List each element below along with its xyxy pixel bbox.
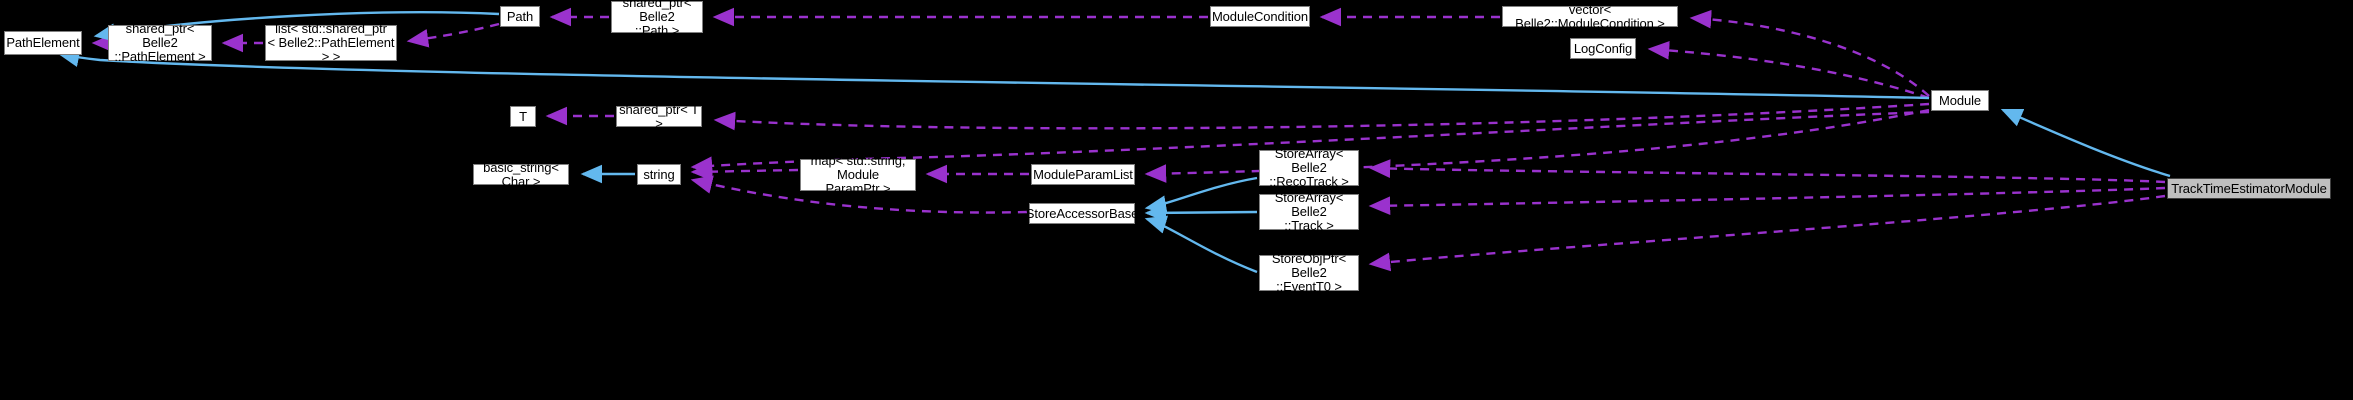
node-map_string_mp[interactable]: map< std::string, Module ParamPtr >: [800, 154, 916, 196]
node-basic_string[interactable]: basic_string< Char >: [473, 160, 569, 188]
edge-module-to-vector: [1689, 9, 1930, 97]
edge-storeobjptr-to-sab-inherit: [1144, 215, 1258, 274]
node-list_sharedptr_pe[interactable]: list< std::shared_ptr < Belle2::PathElem…: [265, 22, 397, 64]
node-storearray_track[interactable]: StoreArray< Belle2 ::Track >: [1259, 191, 1359, 233]
node-storearray_recotrack[interactable]: StoreArray< Belle2 ::RecoTrack >: [1259, 147, 1359, 189]
node-moduleparamlist[interactable]: ModuleParamList: [1031, 164, 1135, 185]
edge-map-to-string: [690, 162, 799, 181]
edge-storearray-track-to-sab-inherit: [1144, 203, 1258, 223]
edge-module-to-sharedptr-t: [713, 102, 1930, 131]
edge-tte-to-storeobjptr-eventt0: [1368, 194, 2166, 272]
edge-storearray-recotrack-to-sab-inherit: [1144, 176, 1258, 214]
node-t[interactable]: T: [510, 106, 536, 127]
edge-path-to-list: [406, 22, 500, 48]
node-module[interactable]: Module: [1931, 90, 1989, 111]
node-storeobjptr_eventt0[interactable]: StoreObjPtr< Belle2 ::EventT0 >: [1259, 252, 1359, 294]
node-string[interactable]: string: [637, 164, 681, 185]
node-pathelement[interactable]: PathElement: [4, 31, 82, 55]
node-vector_mc[interactable]: vector< Belle2::ModuleCondition >: [1502, 2, 1678, 30]
edge-tte-to-storearray-recotrack: [1368, 159, 2166, 184]
node-tracktimeestimator[interactable]: TrackTimeEstimatorModule: [2167, 178, 2331, 199]
node-modulecondition[interactable]: ModuleCondition: [1210, 6, 1310, 27]
node-path[interactable]: Path: [500, 6, 540, 27]
node-sharedptr_t[interactable]: shared_ptr< T >: [616, 102, 702, 130]
edge-tte-to-module-inherit: [2000, 108, 2171, 178]
node-sharedptr_pe[interactable]: shared_ptr< Belle2 ::PathElement >: [108, 22, 212, 64]
node-storeaccessorbase[interactable]: StoreAccessorBase: [1026, 203, 1138, 224]
node-logconfig[interactable]: LogConfig: [1570, 38, 1636, 59]
edge-module-to-logconfig: [1647, 40, 1930, 100]
node-sharedptr_path[interactable]: shared_ptr< Belle2 ::Path >: [611, 0, 703, 38]
edge-tte-to-storearray-track: [1368, 186, 2166, 216]
